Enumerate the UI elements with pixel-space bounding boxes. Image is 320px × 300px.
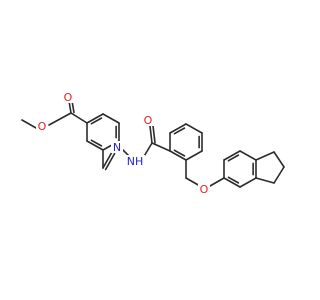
atom-label-layer: O O N NH O O: [36, 91, 210, 196]
atom-o-carbonyl-ester: O: [64, 91, 73, 104]
label-bg: [198, 183, 210, 195]
atom-o-methoxy: O: [38, 120, 47, 133]
cyclopentane-bond: [255, 177, 275, 184]
amide-co-bond: [149, 125, 153, 144]
o-indane-bond: [209, 177, 225, 187]
bond-layer: [21, 99, 285, 188]
indane-aromatic-bond: [227, 154, 240, 162]
benzoate-ring-bond: [102, 113, 120, 124]
label-bg: [62, 91, 74, 103]
atom-n-imine: N: [113, 141, 121, 154]
label-bg: [125, 155, 145, 167]
amide-ring-bond: [151, 142, 171, 152]
molecule-structure: O O N NH O O: [21, 91, 285, 196]
atom-nh-amide: NH: [127, 155, 144, 168]
ester-carbon-bond: [70, 112, 88, 124]
indane-aromatic-bond: [239, 150, 257, 161]
imine-bond: [104, 152, 116, 171]
imine-bond: [102, 151, 113, 169]
benzoate-ring-bond: [86, 140, 104, 151]
amide-co-bond: [152, 124, 156, 144]
central-ring-bond: [185, 123, 203, 134]
molecule-canvas: O O N NH O O: [21, 91, 285, 196]
central-ring-bond: [169, 150, 187, 161]
label-bg: [36, 120, 48, 132]
indane-aromatic-bond: [223, 177, 241, 188]
methyl-bond: [21, 119, 37, 129]
cyclopentane-bond: [273, 166, 285, 184]
nh-h-symbol: H: [135, 155, 143, 168]
indane-aromatic-bond: [223, 150, 241, 161]
atom-o-ether: O: [200, 183, 209, 196]
benzoate-ring-bond: [90, 117, 103, 125]
central-ring-bond: [185, 150, 203, 161]
central-ring-bond: [173, 149, 186, 157]
atom-o-amide: O: [144, 114, 153, 127]
label-bg: [111, 141, 123, 153]
benzoate-ring-bond: [86, 113, 104, 124]
ch2-o-bond: [185, 177, 201, 187]
indane-aromatic-bond: [239, 177, 257, 188]
ester-o-bond: [48, 112, 72, 126]
central-ring-bond: [173, 127, 186, 135]
indane-aromatic-bond: [227, 176, 240, 184]
benzoate-ring-bond: [90, 139, 103, 147]
nh-n-symbol: N: [127, 155, 135, 168]
central-ring-bond: [169, 123, 187, 134]
label-bg: [142, 114, 154, 126]
cyclopentane-bond: [255, 151, 275, 161]
cyclopentane-bond: [273, 151, 285, 168]
